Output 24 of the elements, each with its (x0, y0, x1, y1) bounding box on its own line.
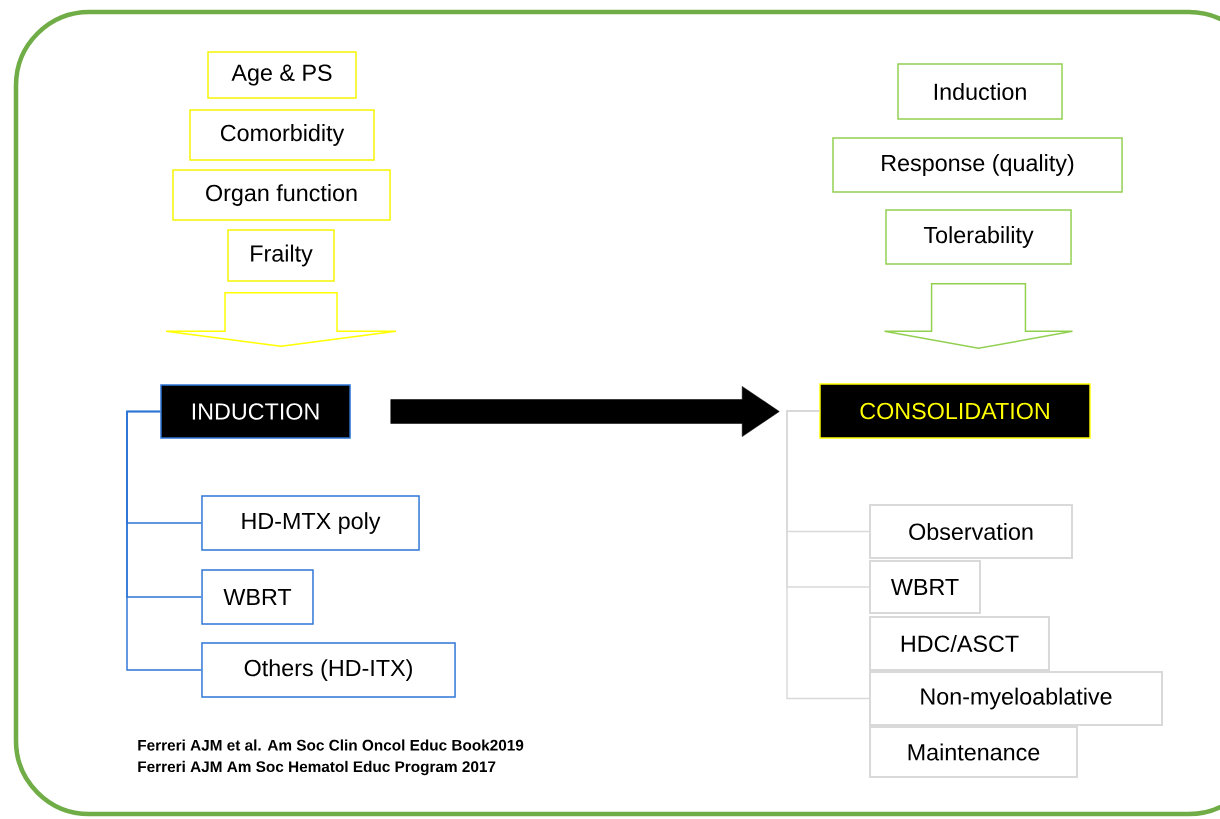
criteria-box: Frailty (227, 229, 335, 282)
heading-box: CONSOLIDATION (819, 383, 1091, 439)
connector-line (786, 410, 870, 700)
criteria-box: Induction (897, 63, 1063, 120)
option-box: WBRT (869, 560, 981, 614)
criteria-box: Age & PS (207, 51, 357, 99)
criteria-box: Tolerability (885, 209, 1072, 265)
criteria-box: Comorbidity (189, 109, 375, 161)
option-box: Observation (869, 504, 1073, 560)
block-arrow (390, 386, 780, 437)
option-box: WBRT (201, 569, 314, 625)
citation-text: Ferreri AJM Am Soc Hematol Educ Program 2017 (138, 760, 496, 776)
option-box: HDC/ASCT (869, 616, 1050, 672)
option-box: Others (HD-ITX) (201, 642, 456, 698)
option-box: Non-myeloablative (869, 671, 1163, 727)
block-arrow (883, 282, 1074, 350)
citation-text: Ferreri AJM et al. Am Soc Clin Oncol Educ Book2019 (138, 739, 524, 751)
option-box: HD-MTX poly (201, 495, 420, 551)
heading-box: INDUCTION (160, 384, 351, 439)
criteria-box: Response (quality) (832, 137, 1123, 193)
connector-line (126, 410, 202, 671)
criteria-box: Organ function (172, 169, 391, 221)
option-box: Maintenance (869, 726, 1078, 778)
block-arrow (165, 291, 397, 347)
